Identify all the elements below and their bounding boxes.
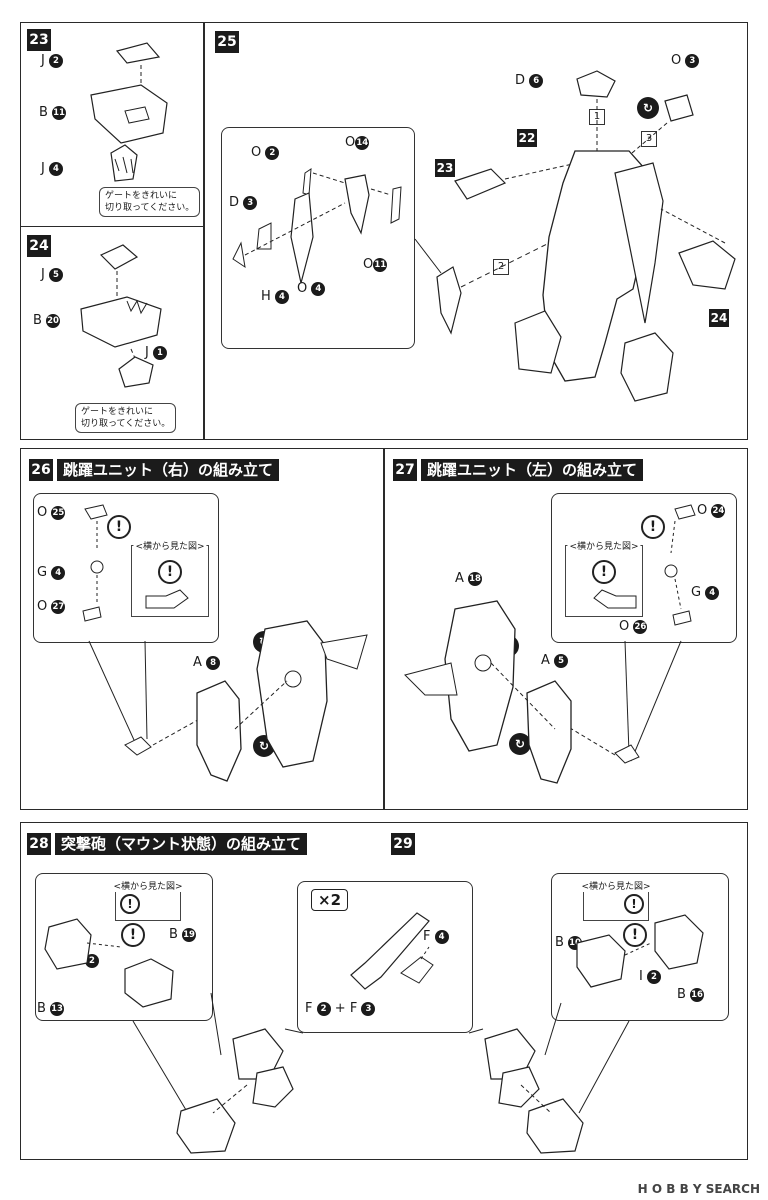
step-ref-22: 22 [517, 129, 537, 147]
step-29-number: 29 [391, 833, 415, 855]
step-26-panel: 26 跳躍ユニット（右）の組み立て O 25 G 4 O 27 A 20 A 8… [20, 448, 384, 810]
caution-icon: ! [624, 894, 644, 914]
step-25-diagram [232, 70, 736, 402]
step-ref-23: 23 [435, 159, 455, 177]
step-28-29-diagram [44, 912, 704, 1154]
order-box-2: 2 [493, 259, 509, 275]
part-label-d3: D 3 [229, 195, 258, 211]
part-label-j1: J 1 [145, 345, 167, 361]
part-label-g4: G 4 [691, 585, 720, 601]
part-label-b11: B 11 [39, 105, 67, 120]
side-view-part [593, 589, 637, 609]
part-label-b16: B 16 [677, 987, 705, 1002]
part-label-o2: O 2 [251, 145, 280, 161]
step-24-number: 24 [27, 235, 51, 257]
side-view-box: <横から見た図> ! [579, 879, 653, 921]
part-label-a18: A 18 [455, 571, 483, 586]
side-view-caption: <横から見た図> [111, 879, 185, 892]
step-27-panel: 27 跳躍ユニット（左）の組み立て O 24 G 4 O 26 A 18 A 5… [384, 448, 748, 810]
step-27-title: 跳躍ユニット（左）の組み立て [421, 459, 644, 481]
part-label-b20: B 20 [33, 313, 61, 328]
step-28-title: 突撃砲（マウント状態）の組み立て [55, 833, 308, 855]
step-24-panel: 24 J 5 B 20 J 1 ゲートをきれいに切り取ってください。 [20, 226, 204, 440]
watermark: H O B B Y SEARCH [637, 1182, 760, 1196]
step-27-diagram [404, 504, 696, 784]
step-28-29-panel: 28 突撃砲（マウント状態）の組み立て 29 <横から見た図> ! ! B 19… [20, 822, 748, 1160]
step-28-number: 28 [27, 833, 51, 855]
side-view-caption: <横から見た図> [567, 539, 641, 552]
part-label-j2: J 2 [41, 53, 63, 69]
caution-icon: ! [592, 560, 616, 584]
step-27-number: 27 [393, 459, 417, 481]
part-label-o4: O 4 [297, 281, 326, 297]
step-24-diagram [80, 244, 162, 388]
part-label-b19: B 19 [169, 927, 197, 942]
part-label-o26: O 26 [619, 619, 648, 634]
rotate-arrow-icon: ↻ [509, 733, 531, 755]
part-label-b13: B 13 [37, 1001, 65, 1016]
step-25-number: 25 [215, 31, 239, 53]
part-label-o11: O11 [363, 257, 388, 272]
side-view-box: <横から見た図> ! [111, 879, 185, 921]
step-ref-24: 24 [709, 309, 729, 327]
side-view-caption: <横から見た図> [133, 539, 207, 552]
caution-icon: ! [641, 515, 665, 539]
side-view-box: <横から見た図> ! [131, 539, 209, 617]
gate-note-24: ゲートをきれいに切り取ってください。 [75, 403, 177, 433]
part-label-j5: J 5 [41, 267, 63, 283]
part-label-o14: O14 [345, 135, 370, 150]
gun-combo-label: F 2 + F 3 [305, 1001, 376, 1017]
part-label-f4: F 4 [423, 929, 449, 945]
part-label-o25: O 25 [37, 505, 66, 520]
step-26-diagram [82, 504, 368, 782]
side-view-part [145, 589, 189, 609]
part-label-o27: O 27 [37, 599, 66, 614]
caution-icon: ! [158, 560, 182, 584]
part-label-g4: G 4 [37, 565, 66, 581]
rotate-arrow-icon: ↻ [637, 97, 659, 119]
side-view-caption: <横から見た図> [579, 879, 653, 892]
side-view-box: <横から見た図> ! [565, 539, 643, 617]
step-23-diagram [90, 42, 168, 182]
step-25-sub-assembly [221, 127, 415, 349]
caution-icon: ! [623, 923, 647, 947]
gate-note-23: ゲートをきれいに切り取ってください。 [99, 187, 201, 217]
caution-icon: ! [120, 894, 140, 914]
part-label-h4: H 4 [261, 289, 289, 305]
step-23-number: 23 [27, 29, 51, 51]
caution-icon: ! [121, 923, 145, 947]
part-label-o24: O 24 [697, 503, 726, 518]
part-label-j4: J 4 [41, 161, 63, 177]
part-label-a5: A 5 [541, 653, 569, 669]
step-23-panel: 23 J 2 B 11 J 4 ゲートをきれいに切り取ってください。 [20, 22, 204, 228]
step-26-number: 26 [29, 459, 53, 481]
step-25-panel: 25 O 2 O14 D 3 O11 H 4 O 4 D 6 O 3 22 23… [204, 22, 748, 440]
step-26-title: 跳躍ユニット（右）の組み立て [57, 459, 280, 481]
caution-icon: ! [107, 515, 131, 539]
part-label-d6: D 6 [515, 73, 544, 89]
part-label-o3: O 3 [671, 53, 700, 69]
part-label-a8: A 8 [193, 655, 221, 671]
quantity-multiplier: ×2 [311, 889, 349, 911]
part-label-i2: I 2 [639, 969, 661, 985]
